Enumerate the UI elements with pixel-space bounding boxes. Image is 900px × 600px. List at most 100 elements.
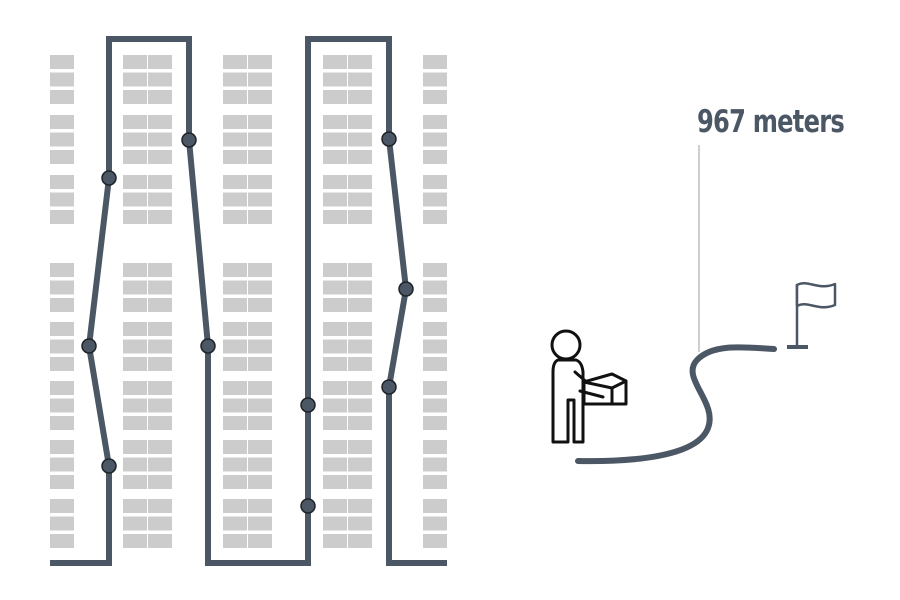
shelf-bin [223,416,247,430]
shelf-bin [348,132,372,147]
shelf-bin [123,280,147,295]
shelf-bin [323,280,347,295]
shelf-bin [323,457,347,472]
shelf-bin [148,357,172,371]
worker-carrying-box-icon [550,329,628,444]
shelf-bin [50,475,74,489]
shelf-bin [348,175,372,189]
shelf-bin [423,381,447,395]
shelf-bin [148,516,172,531]
shelf-bin [323,175,347,189]
shelf-bin [348,339,372,354]
shelf-bin [223,72,247,87]
shelf-bin [348,475,372,489]
shelf-bin [348,298,372,312]
flag-icon [787,282,837,349]
shelf-bin [323,72,347,87]
pick-route-path [50,36,447,566]
stop-marker [381,131,397,147]
shelf-bin [348,150,372,164]
shelf-bin [50,457,74,472]
shelf-bin [223,534,247,548]
walking-path [575,344,777,465]
shelf-bin [50,440,74,454]
shelf-bin [323,150,347,164]
shelf-bin [248,175,272,189]
shelf-bin [50,298,74,312]
shelf-bin [323,339,347,354]
shelf-bin [123,192,147,207]
shelf-bin [223,298,247,312]
shelf-bin [123,115,147,129]
shelf-bin [323,416,347,430]
shelf-bin [123,175,147,189]
shelf-bin [123,132,147,147]
shelf-bin [348,90,372,104]
shelf-bin [323,516,347,531]
shelf-bin [248,534,272,548]
shelf-bin [348,398,372,413]
shelf-bin [248,357,272,371]
shelf-bin [50,150,74,164]
shelf-bin [323,475,347,489]
shelf-bin [123,263,147,277]
shelf-bin [148,298,172,312]
shelf-bin [323,499,347,513]
shelf-bin [50,280,74,295]
shelf-bin [348,457,372,472]
shelf-bin [50,534,74,548]
shelf-bin [423,322,447,336]
shelf-bin [423,357,447,371]
shelf-bin [123,90,147,104]
shelf-bin [148,55,172,69]
shelf-bin [148,280,172,295]
shelf-bin [123,322,147,336]
shelf-bin [323,192,347,207]
shelf-bin [423,398,447,413]
shelf-bin [323,381,347,395]
stop-marker [101,170,117,186]
shelf-bin [50,210,74,224]
shelf-bin [348,210,372,224]
shelf-bin [248,210,272,224]
shelf-bin [148,534,172,548]
shelf-bin [223,440,247,454]
shelf-bin [148,115,172,129]
shelf-bin [423,416,447,430]
shelf-bin [348,381,372,395]
shelf-bin [123,72,147,87]
stop-marker [81,338,97,354]
shelf-bin [248,115,272,129]
stop-marker [300,397,316,413]
shelf-bin [148,381,172,395]
shelf-bin [148,132,172,147]
shelf-bin [223,516,247,531]
shelf-bin [323,55,347,69]
shelf-bin [50,516,74,531]
shelf-bin [248,298,272,312]
shelf-bin [348,322,372,336]
shelf-bin [223,115,247,129]
shelf-bin [223,398,247,413]
shelf-bin [148,72,172,87]
shelf-bin [50,55,74,69]
shelf-bin [148,263,172,277]
shelf-bin [423,263,447,277]
shelf-bin [248,416,272,430]
shelf-bin [223,150,247,164]
shelf-bin [223,457,247,472]
shelf-bin [248,499,272,513]
shelf-bin [223,499,247,513]
shelf-bin [223,210,247,224]
shelf-bin [50,357,74,371]
shelf-bin [323,322,347,336]
shelf-bin [423,534,447,548]
shelf-bin [123,150,147,164]
shelf-bin [248,192,272,207]
shelf-bin [423,298,447,312]
shelf-bin [248,322,272,336]
shelf-bin [248,475,272,489]
shelf-bin [348,357,372,371]
shelf-bin [123,416,147,430]
warehouse-shelving [50,55,447,548]
